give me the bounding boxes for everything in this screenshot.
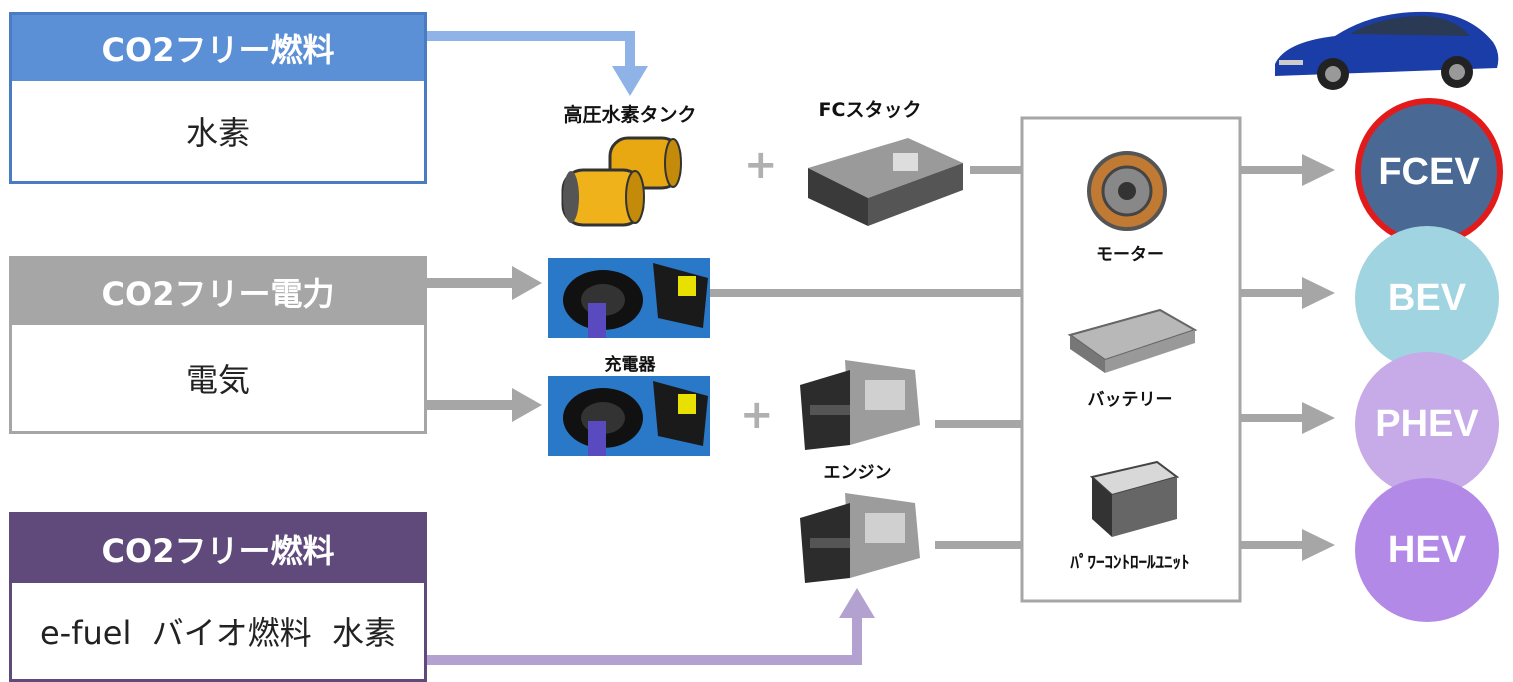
pcu-image <box>1089 460 1180 537</box>
source-body: 電気 <box>185 361 250 399</box>
hydrogen-source-box: CO2フリー燃料 水素 <box>9 12 427 184</box>
purple-arrowhead <box>839 588 875 618</box>
pcu-label: ﾊﾟﾜｰｺﾝﾄﾛｰﾙﾕﾆｯﾄ <box>1070 553 1190 573</box>
vehicle-label: HEV <box>1387 528 1467 571</box>
battery-label: バッテリー <box>1087 390 1173 410</box>
engine-image <box>800 493 920 583</box>
motor-image <box>1087 151 1167 231</box>
source-header: CO2フリー燃料 <box>12 515 424 583</box>
blue-arrowhead <box>612 66 648 96</box>
purple-connector <box>427 615 862 665</box>
car-image <box>1275 11 1499 90</box>
vehicle-label: FCEV <box>1378 150 1480 193</box>
gray-arrowhead-bottom <box>512 388 542 422</box>
source-body: 水素 <box>185 114 250 152</box>
charger-image <box>548 258 710 338</box>
vehicle-label: PHEV <box>1375 402 1479 445</box>
source-body: e-fuel バイオ燃料 水素 <box>39 614 397 652</box>
source-header: CO2フリー燃料 <box>12 15 424 81</box>
plus-sign: + <box>744 142 778 188</box>
engine-image <box>800 360 920 450</box>
battery-image <box>1067 308 1198 373</box>
fuel-source-box: CO2フリー燃料 e-fuel バイオ燃料 水素 <box>9 512 427 682</box>
fc-stack-image <box>808 138 963 226</box>
source-header: CO2フリー電力 <box>12 259 424 325</box>
electricity-source-box: CO2フリー電力 電気 <box>9 256 427 434</box>
vehicle-hev: HEV <box>1355 478 1499 622</box>
charger-image <box>548 376 710 456</box>
vehicle-fcev: FCEV <box>1355 98 1503 246</box>
fc-stack-label: FCスタック <box>818 99 922 121</box>
vehicle-phev: PHEV <box>1355 352 1499 496</box>
motor-label: モーター <box>1096 245 1164 265</box>
blue-connector <box>427 31 635 70</box>
engine-label: エンジン <box>823 463 892 483</box>
charger-label: 充電器 <box>604 355 656 375</box>
vehicle-bev: BEV <box>1355 226 1499 370</box>
tank-label: 高圧水素タンク <box>563 104 697 126</box>
gray-arrowhead-top <box>512 266 542 300</box>
plus-sign: + <box>740 392 774 438</box>
vehicle-label: BEV <box>1387 276 1467 319</box>
hydrogen-tank-image <box>561 136 682 227</box>
